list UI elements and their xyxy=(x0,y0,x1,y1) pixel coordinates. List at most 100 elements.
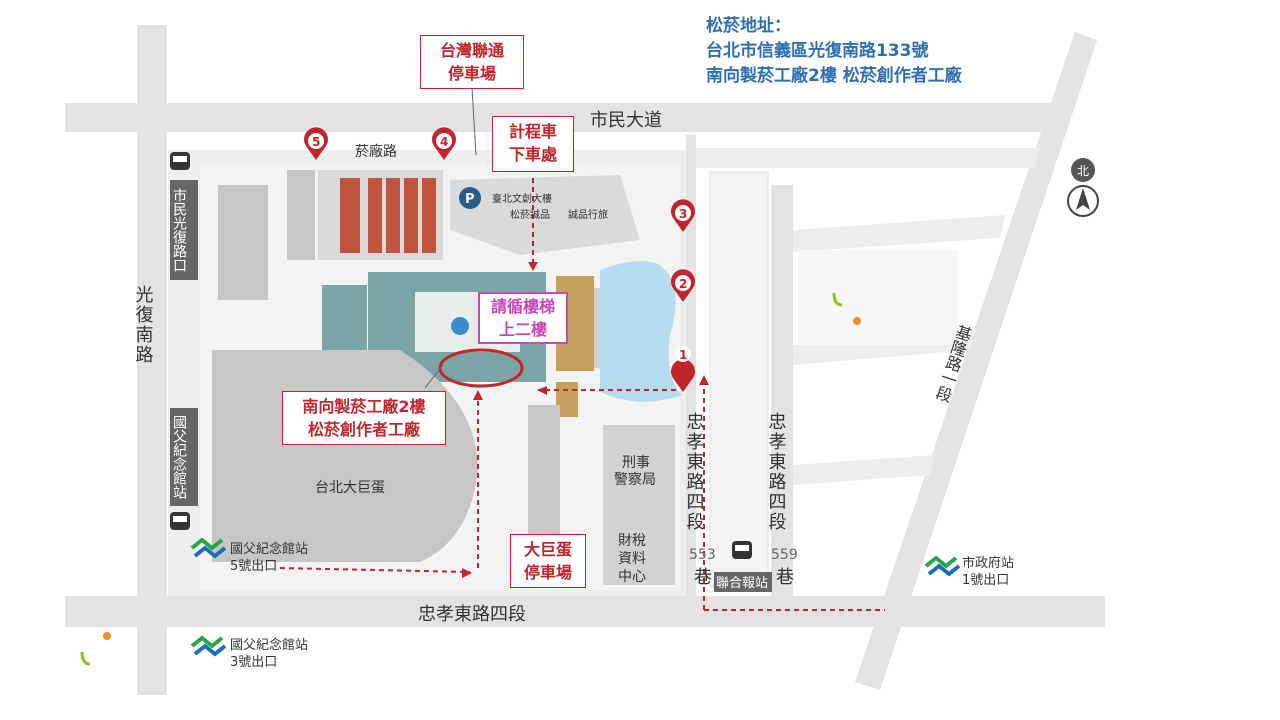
warehouse-5 xyxy=(422,178,436,253)
metro-cityhall-line2: 1號出口 xyxy=(962,573,1009,588)
address-line-1: 台北市信義區光復南路133號 xyxy=(706,41,929,61)
brick-warehouses xyxy=(340,178,436,253)
callout-line: 請循樓梯 xyxy=(490,297,555,316)
road-label-yanchang: 菸廠路 xyxy=(355,143,397,160)
metro-logo-icon xyxy=(190,537,227,559)
metro-exit5-line2: 5號出口 xyxy=(230,559,277,574)
bus-stop-box xyxy=(714,572,772,592)
callout-line: 上二樓 xyxy=(498,320,547,339)
culture-bldg-label: 臺北文創大樓 xyxy=(492,192,552,205)
road-east-1 xyxy=(696,148,1040,168)
callout-line: 松菸創作者工廠 xyxy=(307,420,420,439)
east-block-1 xyxy=(709,171,769,588)
east-block-2 xyxy=(798,250,958,345)
culture-tower xyxy=(450,175,640,255)
tax-label-2: 資料 xyxy=(618,551,646,567)
parking-pointer xyxy=(471,87,477,156)
compass-label: 北 xyxy=(1077,164,1089,178)
lane553-suffix: 巷 xyxy=(694,567,712,588)
route-metro5 xyxy=(279,567,471,573)
lane559-number: 559 xyxy=(771,547,798,563)
callout-line: 台灣聯通 xyxy=(439,41,504,60)
stairs-callout: 請循樓梯 上二樓 xyxy=(478,292,568,344)
taiwan-mobile-parking-callout: 台灣聯通 停車場 xyxy=(420,35,524,89)
tax-label-3: 中心 xyxy=(618,569,646,585)
road-east-2 xyxy=(793,215,1005,252)
callout-line: 停車場 xyxy=(447,64,496,83)
police-tax-building xyxy=(603,425,675,585)
bus-icon xyxy=(170,512,190,530)
factory-pointer xyxy=(424,364,444,389)
warehouse-3 xyxy=(386,178,400,253)
entrance-number-4: 4 xyxy=(440,135,448,149)
lane553-number: 553 xyxy=(689,547,716,563)
callout-line: 下車處 xyxy=(508,145,557,164)
sys-memorial-station-label: 國父紀念館站 xyxy=(171,415,187,499)
dome-parking-callout: 大巨蛋 停車場 xyxy=(510,534,586,588)
parking-p-label: P xyxy=(465,192,475,207)
road-east-4 xyxy=(793,455,935,485)
eslite-store-label: 松菸誠品 xyxy=(510,208,550,221)
entrance-number-2: 2 xyxy=(679,277,687,291)
ubike-logo-icon xyxy=(80,632,111,666)
lane559-suffix: 巷 xyxy=(776,567,794,588)
shimin-guangfu-station-label: 市民光復路口 xyxy=(171,187,187,272)
west-building-top xyxy=(218,185,268,300)
tax-label-1: 財稅 xyxy=(618,533,646,549)
route-arrowheads xyxy=(462,262,709,578)
parking-p-icon xyxy=(459,187,481,209)
ecology-pond xyxy=(600,261,682,402)
road-guangfu-south xyxy=(137,25,167,695)
road-keelung xyxy=(855,32,1097,690)
road-label-lane553: 忠孝東路四段 xyxy=(684,412,705,532)
entrance-pin-2[interactable] xyxy=(670,269,696,302)
entrance-number-3: 3 xyxy=(679,207,687,221)
metro-exit3-line2: 3號出口 xyxy=(230,655,277,670)
warehouse-2 xyxy=(368,178,382,253)
courtyard-fountain xyxy=(451,317,469,335)
address-title: 松菸地址： xyxy=(706,16,791,36)
bus-icon xyxy=(732,541,752,559)
entrance-pin-4[interactable] xyxy=(431,127,456,160)
metro-logo-icon xyxy=(924,555,961,577)
sys-memorial-station-box xyxy=(170,408,198,506)
road-label-shimin: 市民大道 xyxy=(590,110,662,131)
entrance-pin-3[interactable] xyxy=(670,199,696,232)
metro-exit5-line1: 國父紀念館站 xyxy=(230,541,308,557)
road-network xyxy=(65,25,1105,695)
dome-label: 台北大巨蛋 xyxy=(315,480,385,496)
entrance-number-5: 5 xyxy=(312,135,320,149)
road-label-lane559: 忠孝東路四段 xyxy=(766,412,787,532)
road-label-guangfu: 光復南路 xyxy=(133,285,154,365)
address-line-2: 南向製菸工廠2樓 松菸創作者工廠 xyxy=(706,66,962,86)
police-label-2: 警察局 xyxy=(614,471,656,488)
taxi-dropoff-callout: 計程車 下車處 xyxy=(492,116,574,172)
walking-routes xyxy=(279,178,885,611)
callout-line: 南向製菸工廠2樓 xyxy=(302,397,426,416)
destination-ellipse xyxy=(438,348,524,388)
entrance-pin-5[interactable] xyxy=(304,127,328,160)
bus-icon xyxy=(170,152,190,170)
road-label-zhongxiao: 忠孝東路四段 xyxy=(418,604,526,625)
compass-icon xyxy=(1067,158,1099,217)
road-lane-559 xyxy=(771,185,793,597)
shimin-guangfu-station-box xyxy=(170,180,198,280)
metro-exit3-line1: 國父紀念館站 xyxy=(230,637,308,653)
taipei-dome xyxy=(212,350,478,562)
metro-cityhall-line1: 市政府站 xyxy=(962,555,1014,571)
callout-line: 計程車 xyxy=(508,122,557,141)
bus-stop-label: 聯合報站 xyxy=(716,576,768,591)
entrance-pin-1[interactable] xyxy=(670,346,696,392)
warehouse-4 xyxy=(404,178,418,253)
police-label-1: 刑事 xyxy=(622,455,650,471)
metro-logo-icon xyxy=(190,635,227,657)
factory-callout: 南向製菸工廠2樓 松菸創作者工廠 xyxy=(282,391,446,445)
callout-line: 大巨蛋 xyxy=(523,540,572,559)
entrance-number-1: 1 xyxy=(679,348,687,362)
ubike-logo-icon xyxy=(832,292,861,325)
address-block: 松菸地址： 台北市信義區光復南路133號 南向製菸工廠2樓 松菸創作者工廠 xyxy=(706,14,962,89)
road-zhongxiao-east xyxy=(65,596,1105,627)
callout-line: 停車場 xyxy=(523,563,572,582)
warehouse-1 xyxy=(340,178,360,253)
